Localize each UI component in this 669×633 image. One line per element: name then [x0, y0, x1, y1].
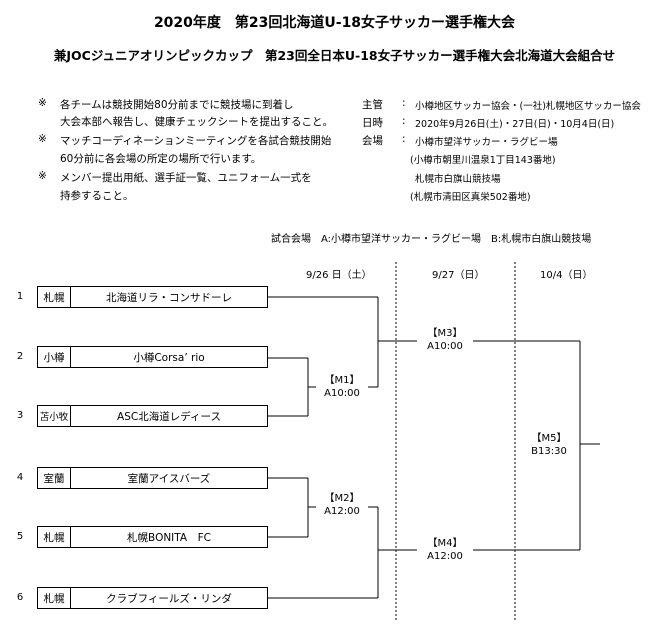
page-subtitle: 兼JOCジュニアオリンピックカップ 第23回全日本U-18女子サッカー選手権大会… [53, 48, 616, 63]
team-seed: 3 [16, 410, 24, 421]
match-m4: 【M4】 A12:00 [417, 537, 473, 563]
team-name: 北海道リラ・コンサドーレ [106, 291, 232, 304]
venue-label: 会場 [362, 135, 383, 147]
team-region: 札幌 [38, 287, 71, 307]
note-mark: ※ [38, 97, 47, 109]
note-mark: ※ [38, 133, 47, 145]
round1-date: 9/26 日（土） [306, 270, 372, 281]
team-region: 小樽 [38, 347, 71, 367]
match-id: 【M1】 [324, 375, 360, 386]
colon: : [402, 133, 406, 145]
match-id: 【M3】 [427, 328, 463, 339]
match-m2: 【M2】 A12:00 [316, 492, 368, 518]
team-seed: 4 [16, 472, 24, 483]
team-region: 室蘭 [38, 468, 71, 488]
team-row: 室蘭 室蘭アイスバーズ [37, 467, 268, 489]
note-line: 60分前に各会場の所定の場所で行います。 [60, 153, 262, 165]
team-name: ASC北海道レディース [117, 410, 221, 423]
organizer-value: 小樽地区サッカー協会・(一社)札幌地区サッカー協会 [415, 101, 641, 112]
venue-address: (札幌市清田区真栄502番地) [410, 192, 531, 203]
colon: : [402, 115, 406, 127]
match-m3: 【M3】 A10:00 [417, 327, 473, 353]
team-row: 札幌 札幌BONITA FC [37, 526, 268, 548]
match-id: 【M5】 [531, 433, 567, 444]
team-seed: 1 [16, 291, 24, 302]
note-line: メンバー提出用紙、選手証一覧、ユニフォーム一式を [60, 172, 312, 184]
round3-date: 10/4（日） [540, 270, 593, 281]
venue-legend: 試合会場 A:小樽市望洋サッカー・ラグビー場 B:札幌市白旗山競技場 [271, 234, 592, 245]
match-slot: B13:30 [531, 446, 567, 457]
team-name: 室蘭アイスバーズ [127, 472, 211, 485]
team-row: 小樽 小樽Corsa’ rio [37, 346, 268, 368]
note-line: 大会本部へ報告し、健康チェックシートを提出すること。 [60, 116, 333, 128]
match-id: 【M2】 [324, 493, 360, 504]
team-name: 札幌BONITA FC [127, 531, 211, 544]
match-slot: A12:00 [427, 551, 463, 562]
match-slot: A10:00 [324, 388, 360, 399]
venue-address: (小樽市朝里川温泉1丁目143番地) [410, 155, 556, 166]
match-m1: 【M1】 A10:00 [316, 374, 368, 400]
note-line: 各チームは競技開始80分前までに競技場に到着し [60, 99, 294, 111]
team-region: 札幌 [38, 588, 71, 608]
match-slot: A12:00 [324, 506, 360, 517]
team-row: 札幌 クラブフィールズ・リンダ [37, 587, 268, 609]
team-seed: 6 [16, 592, 24, 603]
team-name: 小樽Corsa’ rio [133, 351, 205, 364]
team-seed: 2 [16, 351, 24, 362]
date-label: 日時 [362, 117, 383, 129]
date-value: 2020年9月26日(土)・27日(日)・10月4日(日) [415, 119, 615, 130]
note-line: マッチコーディネーションミーティングを各試合競技開始 [60, 135, 332, 147]
organizer-label: 主管 [362, 99, 383, 111]
team-region: 札幌 [38, 527, 71, 547]
team-row: 札幌 北海道リラ・コンサドーレ [37, 286, 268, 308]
page-title: 2020年度 第23回北海道U-18女子サッカー選手権大会 [153, 15, 516, 31]
match-id: 【M4】 [427, 538, 463, 549]
note-line: 持参すること。 [60, 190, 134, 202]
team-region: 苫小牧 [38, 406, 71, 426]
team-row: 苫小牧 ASC北海道レディース [37, 405, 268, 427]
venue-name: 札幌市白旗山競技場 [415, 174, 501, 185]
note-mark: ※ [38, 170, 47, 182]
match-m5: 【M5】 B13:30 [522, 432, 576, 458]
team-name: クラブフィールズ・リンダ [106, 592, 232, 605]
venue-name: 小樽市望洋サッカー・ラグビー場 [415, 137, 558, 148]
round2-date: 9/27（日） [432, 270, 485, 281]
colon: : [402, 97, 406, 109]
team-seed: 5 [16, 531, 24, 542]
match-slot: A10:00 [427, 341, 463, 352]
